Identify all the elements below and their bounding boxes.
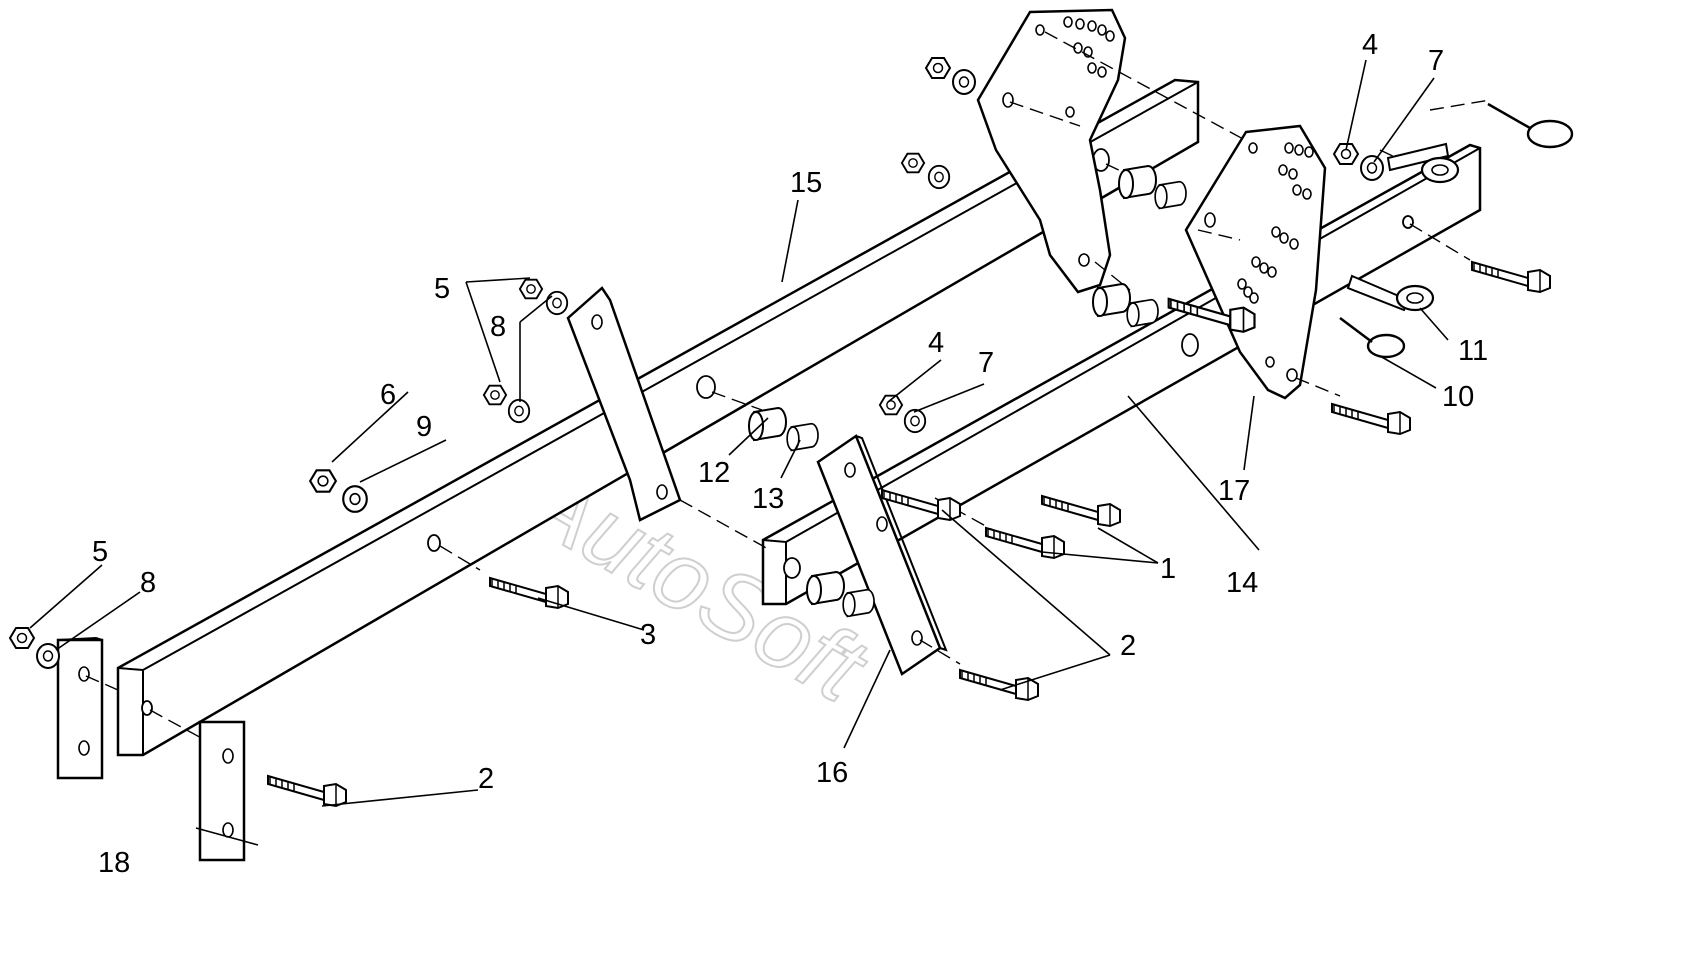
leader-lines	[29, 59, 1449, 846]
callout-18: 18	[98, 847, 130, 879]
bushing-lower-a	[806, 571, 845, 605]
callout-3: 3	[640, 619, 656, 651]
callout-2-center: 2	[1120, 630, 1136, 662]
callout-17: 17	[1218, 475, 1250, 507]
nut-washer-set-c	[482, 384, 531, 424]
bushing-upper-b	[1154, 180, 1187, 210]
callout-16: 16	[816, 757, 848, 789]
bushing-mid-a	[1092, 283, 1131, 317]
callout-5-left: 5	[92, 536, 108, 568]
bolt-rear-right	[1471, 261, 1551, 293]
bracket-plate-17	[1184, 124, 1327, 400]
pin-11	[1346, 274, 1435, 312]
callout-11: 11	[1458, 335, 1488, 367]
callout-7-middle: 7	[978, 347, 994, 379]
bracket-plate-16	[816, 434, 948, 676]
ring-pin-10	[1339, 317, 1406, 359]
callout-1: 1	[1160, 553, 1176, 585]
callout-2-bottom: 2	[478, 763, 494, 795]
callout-8-left: 8	[140, 567, 156, 599]
nut-washer-set-b	[309, 469, 368, 513]
bushing-lower-b	[842, 588, 875, 618]
bushing-12	[748, 407, 787, 441]
nut-washer-set-a	[9, 627, 60, 669]
callout-5-middle: 5	[434, 273, 450, 305]
callout-14: 14	[1226, 567, 1258, 599]
strap-plate-18-right	[198, 720, 246, 862]
bolt-2-bottom-left	[267, 775, 347, 807]
ring-pin-upper	[1487, 102, 1574, 149]
bracket-plate-mid	[566, 286, 682, 522]
nut-washer-set-e	[878, 394, 927, 434]
bolt-2-middle	[959, 669, 1039, 701]
callouts: 1 2 2 3 4 4 5 5 6 7 7 8 8 9 10 11 12 13 …	[92, 29, 1488, 879]
nut-washer-set-h	[1333, 143, 1384, 181]
callout-12: 12	[698, 457, 730, 489]
nut-washer-set-g	[925, 57, 976, 95]
callout-4-middle: 4	[928, 327, 944, 359]
bushing-upper-a	[1118, 165, 1157, 199]
callout-7-top: 7	[1428, 45, 1444, 77]
bolt-1-upper	[1041, 495, 1121, 527]
bushing-13	[786, 422, 819, 452]
pin-7	[1386, 142, 1460, 184]
callout-15: 15	[790, 167, 822, 199]
bushing-mid-b	[1126, 298, 1159, 328]
nut-washer-set-d	[518, 278, 569, 316]
callout-8-middle: 8	[490, 311, 506, 343]
nut-washer-set-f	[900, 152, 951, 190]
assembly-lines	[85, 31, 1491, 741]
callout-13: 13	[752, 483, 784, 515]
callout-4-top: 4	[1362, 29, 1378, 61]
callout-9: 9	[416, 411, 432, 443]
callout-6: 6	[380, 379, 396, 411]
callout-10: 10	[1442, 381, 1474, 413]
strap-plate-18-left	[56, 636, 104, 780]
beam-15	[116, 78, 1200, 757]
bolt-plate-17	[1331, 403, 1411, 435]
